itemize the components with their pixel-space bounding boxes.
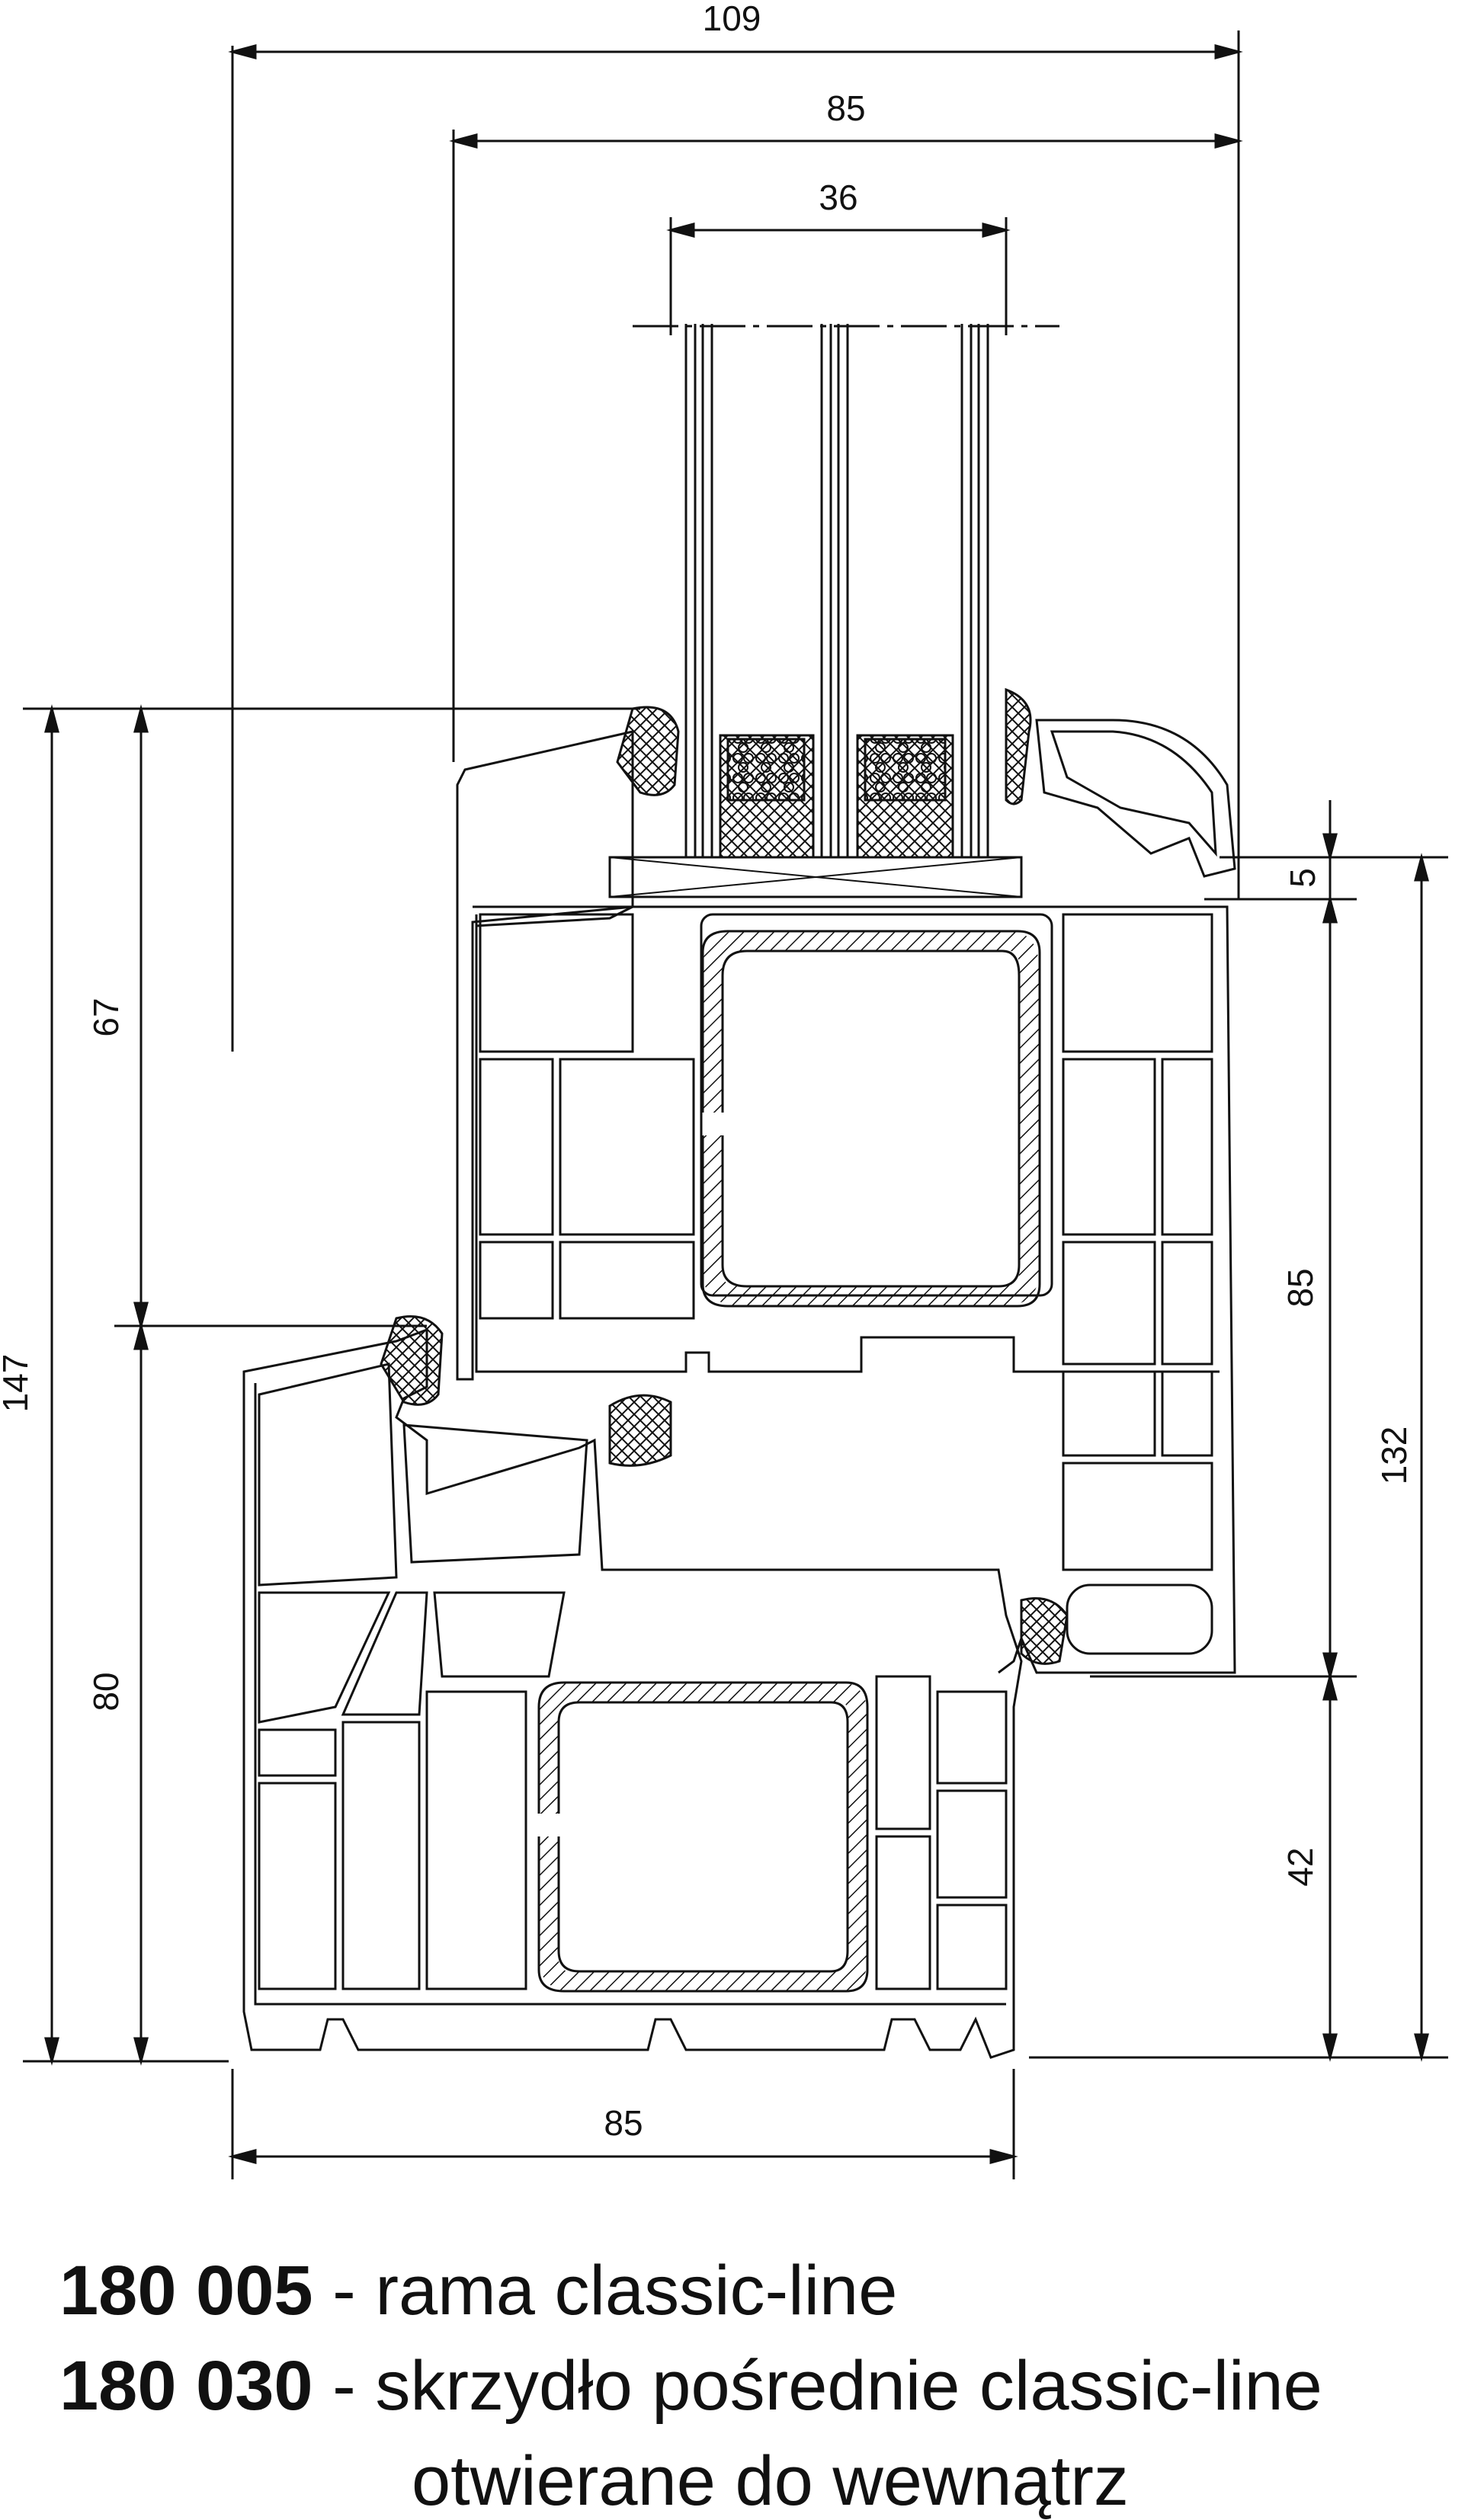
dim-top-glass: 36 <box>819 178 857 217</box>
caption-line-frame: 180 005 - rama classic-line <box>59 2256 897 2326</box>
dim-top-overall: 109 <box>703 0 761 38</box>
dim-right-sash: 85 <box>1280 1268 1320 1307</box>
window-profile-cross-section: 109 85 36 85 147 67 80 5 85 132 42 <box>0 0 1448 2179</box>
glass-spacers <box>719 734 954 859</box>
caption-text-opening: otwierane do wewnątrz <box>412 2442 1129 2520</box>
sash-steel-reinforcement <box>703 931 1039 1305</box>
caption-text-sash: - skrzydło pośrednie classic-line <box>332 2347 1322 2425</box>
dimension-labels: 109 85 36 85 147 67 80 5 85 132 42 <box>0 0 1414 2143</box>
dimension-arrows <box>44 44 1429 2164</box>
caption-line-opening: otwierane do wewnątrz <box>412 2446 1129 2516</box>
dimension-lines <box>23 30 1448 2179</box>
caption-code-sash: 180 030 <box>59 2347 313 2425</box>
dim-right-total: 132 <box>1374 1427 1414 1485</box>
frame-gasket <box>380 1315 444 1406</box>
dim-right-bottom: 42 <box>1280 1847 1320 1886</box>
frame-profile-outline <box>242 1327 1023 2059</box>
sash-outer-gasket <box>616 706 680 796</box>
frame-steel-reinforcement <box>539 1682 867 1991</box>
glazing-bead <box>1035 719 1236 878</box>
sash-profile-outline <box>456 730 634 1381</box>
glazing-block <box>608 856 1023 898</box>
caption-code-frame: 180 005 <box>59 2252 313 2329</box>
frame-chambers <box>258 1362 1008 1990</box>
dim-bottom-frame: 85 <box>604 2103 643 2143</box>
sash-inner-gasket <box>608 1394 672 1467</box>
dim-left-upper: 67 <box>86 997 126 1036</box>
dim-left-lower: 80 <box>86 1672 126 1711</box>
caption-line-sash: 180 030 - skrzydło pośrednie classic-lin… <box>59 2351 1322 2421</box>
dim-right-gap: 5 <box>1283 868 1322 888</box>
caption-text-frame: - rama classic-line <box>332 2252 898 2329</box>
triple-glazing <box>633 324 1059 857</box>
dim-left-total: 147 <box>0 1354 35 1413</box>
sash-chambers <box>476 905 1213 1655</box>
dim-top-frame: 85 <box>826 88 865 128</box>
